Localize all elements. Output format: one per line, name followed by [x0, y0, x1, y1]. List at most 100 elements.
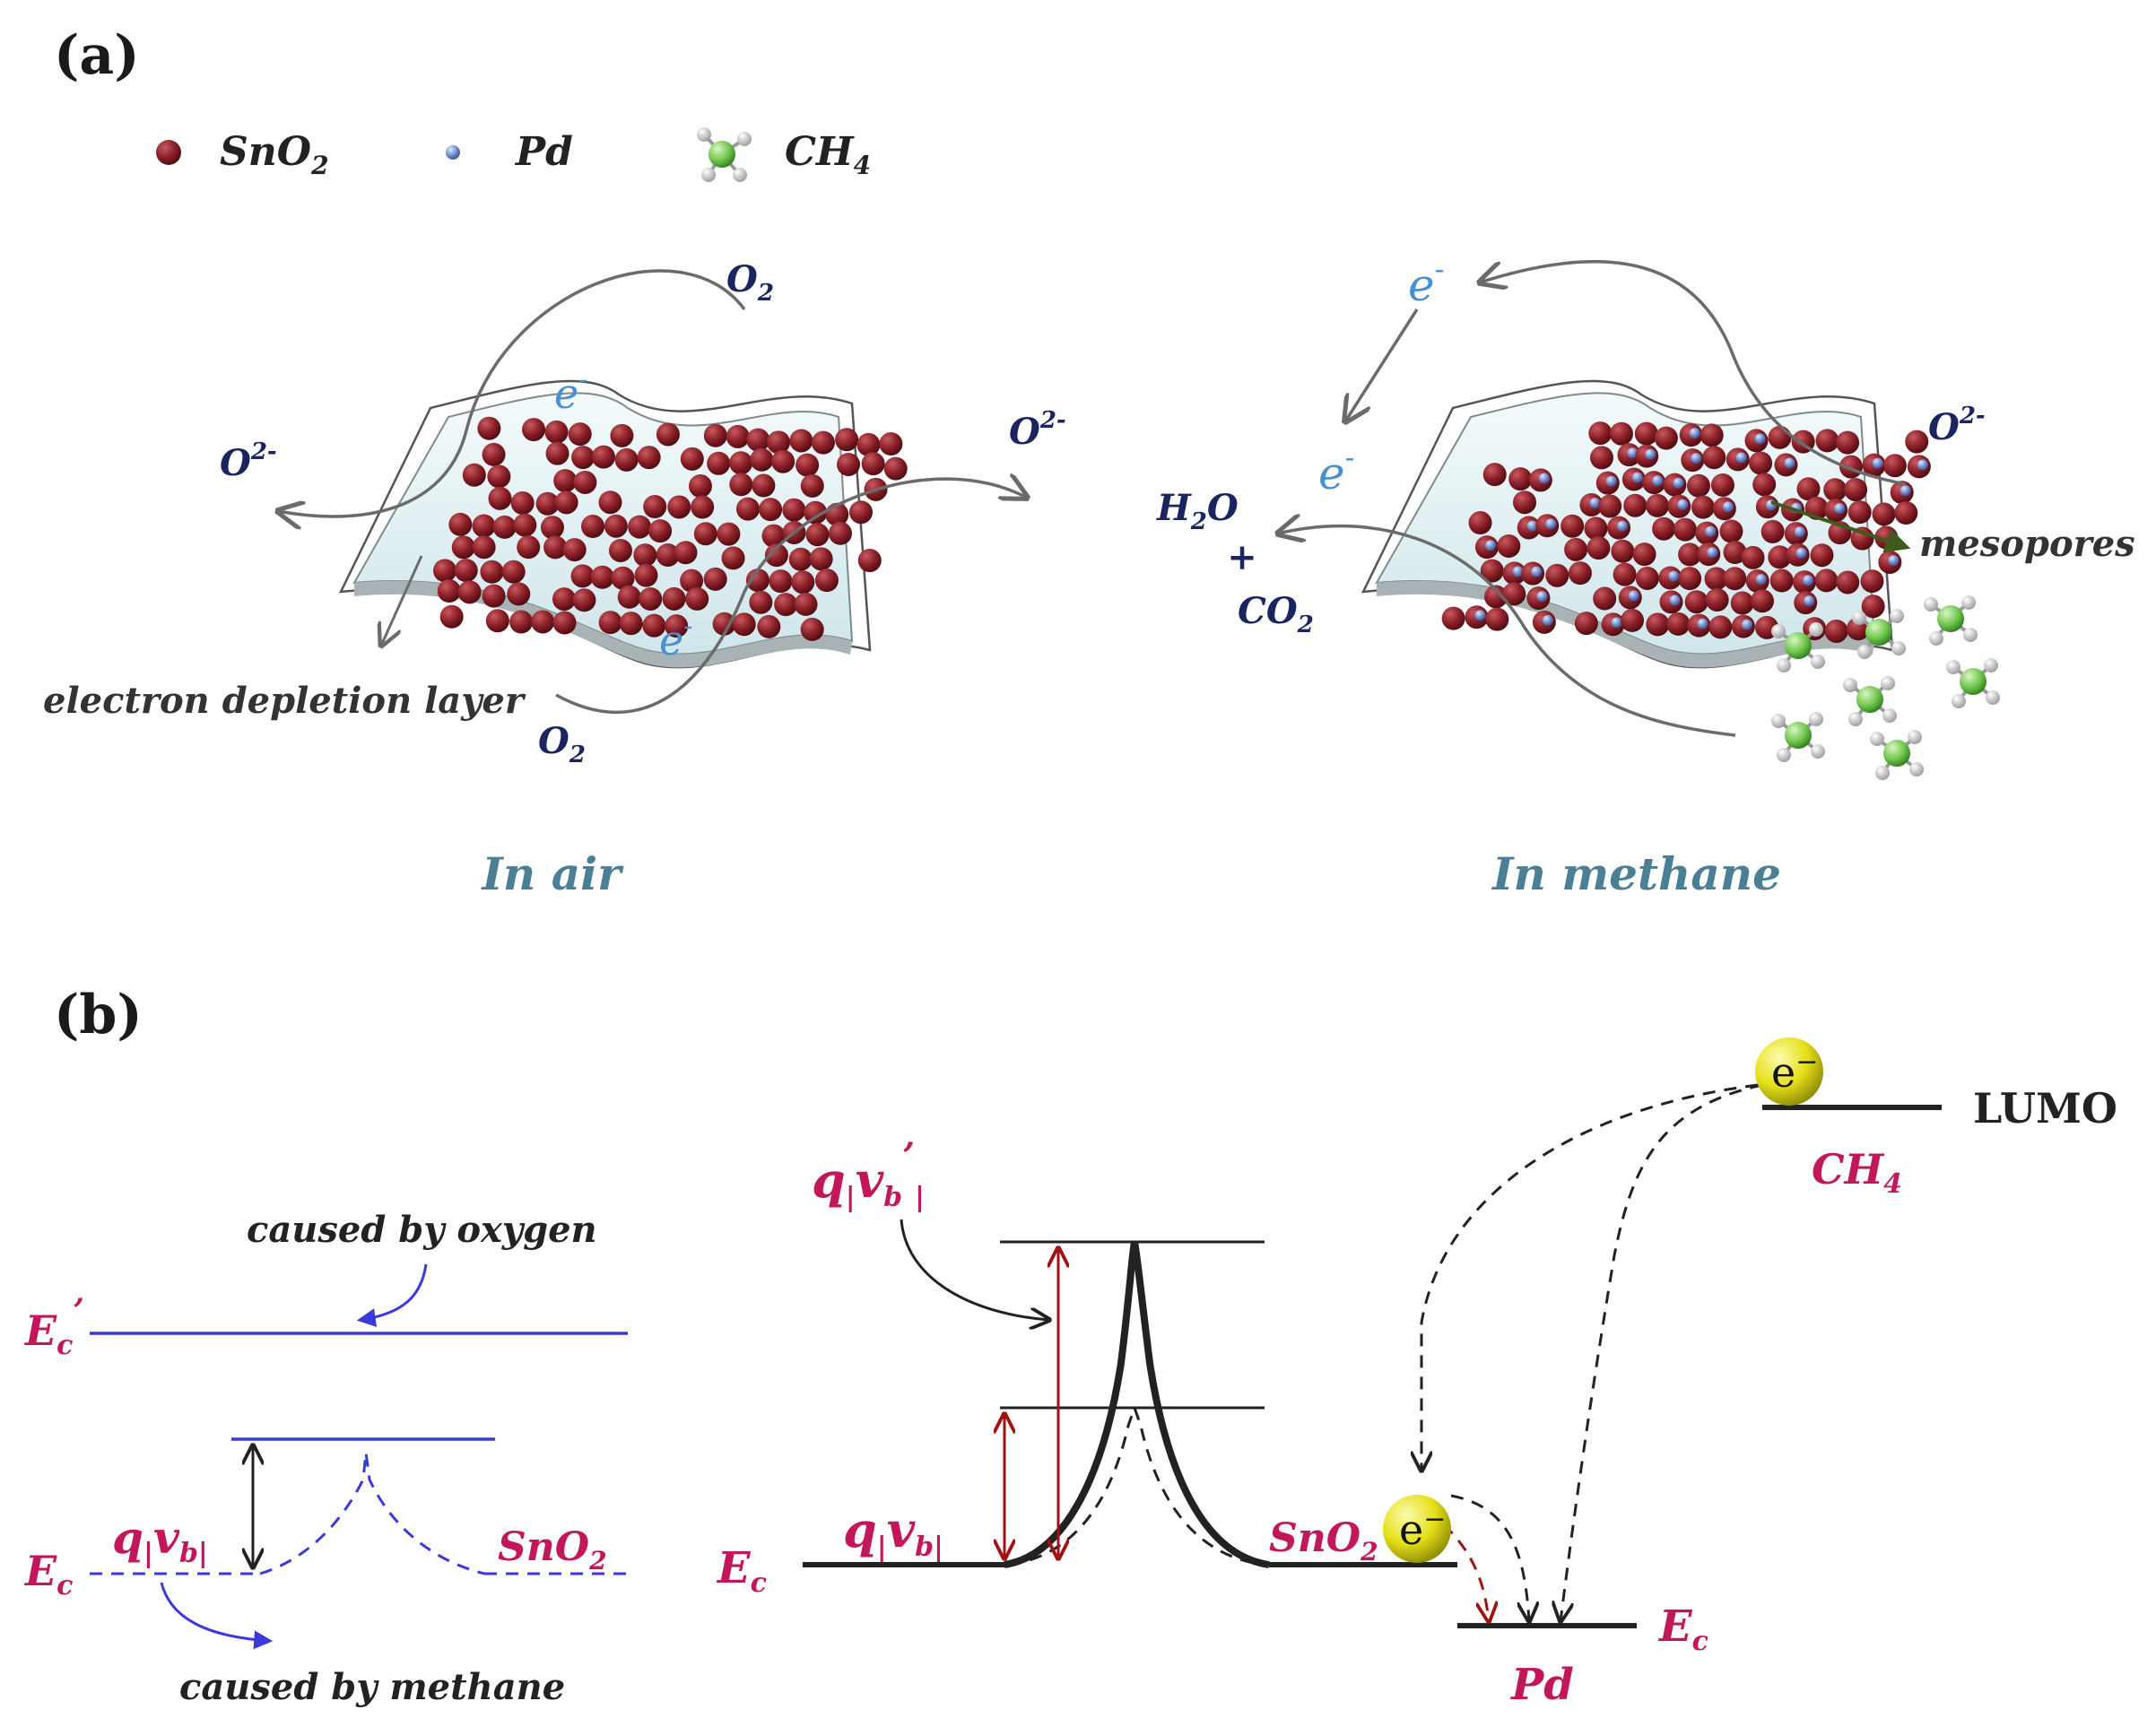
sno2-particle: [1769, 568, 1794, 593]
sno2-particle: [1847, 500, 1872, 525]
sno2-particle: [637, 446, 661, 470]
sno2-particle: [1588, 421, 1613, 446]
sno2-particle: [1814, 568, 1839, 593]
band-diagram-pd-sno2: [803, 1037, 1942, 1628]
sno2-particle: [1654, 426, 1678, 450]
sno2-particle: [1723, 567, 1747, 591]
arrow-methane-to-products: [1278, 526, 1736, 737]
sno2-particle: [1508, 467, 1533, 491]
label-sno2-left: SnO2: [498, 1524, 607, 1575]
sno2-particle: [656, 543, 680, 568]
sno2-particle: [437, 579, 461, 603]
sno2-particle: [1587, 536, 1611, 560]
label-co2: CO2: [1238, 590, 1314, 638]
sno2-particle: [856, 432, 881, 456]
sno2-particle: [522, 418, 546, 442]
legend: SnO2 Pd CH4: [156, 127, 871, 182]
sno2-particle: [598, 611, 622, 635]
sno2-particle: [1646, 493, 1670, 517]
sno2-particle: [1760, 519, 1785, 543]
pd-particle: [1784, 457, 1795, 469]
sno2-particle: [1768, 425, 1792, 449]
sno2-particle: [1705, 587, 1729, 612]
label-o2-bottom-left: O2: [538, 720, 586, 768]
sno2-particle: [482, 442, 506, 466]
sno2-particle: [454, 559, 478, 583]
sno2-particle: [662, 586, 686, 611]
ch4-molecule-icon: [1852, 609, 1906, 659]
sno2-particle: [611, 566, 635, 590]
pd-particle: [1900, 485, 1911, 497]
label-o2minus-right: O2-: [1009, 407, 1066, 453]
sno2-particle: [1723, 541, 1747, 565]
pd-particle: [1673, 477, 1684, 489]
sno2-particle: [721, 546, 745, 570]
pd-particle: [1669, 594, 1681, 606]
label-o2minus-methane: O2-: [1928, 403, 1986, 448]
sno2-particle: [750, 447, 774, 472]
sno2-particle: [1686, 473, 1710, 498]
sno2-particle: [771, 449, 795, 473]
sno2-particle: [1632, 542, 1656, 567]
sno2-particle: [1646, 612, 1670, 637]
sno2-particle: [774, 593, 798, 617]
sno2-particle: [462, 463, 486, 487]
label-electron-mid-right: e-: [1318, 440, 1354, 499]
sno2-particle: [487, 464, 511, 489]
sno2-particle: [617, 585, 641, 609]
pd-particle: [1611, 617, 1622, 629]
sno2-particle: [1730, 591, 1754, 615]
pd-particle: [1589, 497, 1601, 508]
sno2-particle: [1678, 567, 1702, 591]
sno2-particle: [610, 423, 634, 447]
sno2-particle: [759, 498, 783, 522]
sno2-particle: [767, 430, 791, 455]
sno2-particle: [1719, 519, 1743, 543]
sno2-particle: [513, 513, 537, 537]
electron-ball-sno2: [1383, 1495, 1451, 1563]
sno2-particle: [1861, 594, 1885, 619]
sno2-particle: [1702, 446, 1726, 470]
pd-particle: [1631, 472, 1643, 483]
band-diagram-oxygen-methane: [90, 1263, 628, 1650]
sno2-sheet-in-air: [338, 379, 908, 669]
sno2-particle: [1598, 494, 1622, 518]
sno2-particle: [457, 580, 482, 604]
sno2-particle: [811, 430, 835, 455]
sno2-particle: [789, 429, 813, 453]
label-electron-lumo: e−: [1771, 1046, 1818, 1097]
label-caused-by-oxygen: caused by oxygen: [247, 1209, 597, 1251]
sno2-particle: [439, 604, 464, 629]
sno2-particle: [573, 470, 597, 494]
pd-particle: [1705, 525, 1717, 537]
sno2-particle: [1564, 537, 1588, 561]
sno2-particle: [764, 543, 788, 568]
sno2-particle: [472, 535, 496, 560]
sno2-particle: [1752, 473, 1777, 497]
sno2-particle: [735, 497, 760, 521]
sno2-particle: [492, 515, 517, 539]
sno2-pd-nanoparticles-methane: [1441, 421, 1931, 643]
label-qvb-prime: q|vb’|: [812, 1135, 925, 1213]
sno2-particle: [608, 538, 632, 562]
sno2-particle: [757, 614, 781, 638]
sno2-particle: [1678, 542, 1702, 567]
sno2-particle: [1635, 566, 1659, 590]
arrow-depletion-layer-pointer: [381, 555, 423, 646]
sno2-particle: [581, 515, 605, 539]
sno2-particle: [688, 474, 712, 499]
label-caused-by-methane: caused by methane: [179, 1666, 565, 1708]
ch4-molecule-icon: [1946, 658, 2000, 708]
sno2-particle: [703, 423, 727, 447]
pd-particle: [1617, 520, 1629, 532]
sno2-particle: [685, 586, 709, 611]
pd-particle: [1531, 566, 1543, 577]
sno2-particle: [507, 582, 531, 606]
arrow-caused-by-oxygen: [356, 1263, 428, 1327]
label-ec-right: Ec: [716, 1543, 767, 1599]
ch4-molecule-icon: [1924, 595, 1978, 646]
sno2-particle: [729, 473, 753, 497]
arrow-electron-down: [1345, 308, 1419, 421]
sno2-particle: [553, 469, 578, 493]
sno2-particle: [805, 523, 830, 547]
